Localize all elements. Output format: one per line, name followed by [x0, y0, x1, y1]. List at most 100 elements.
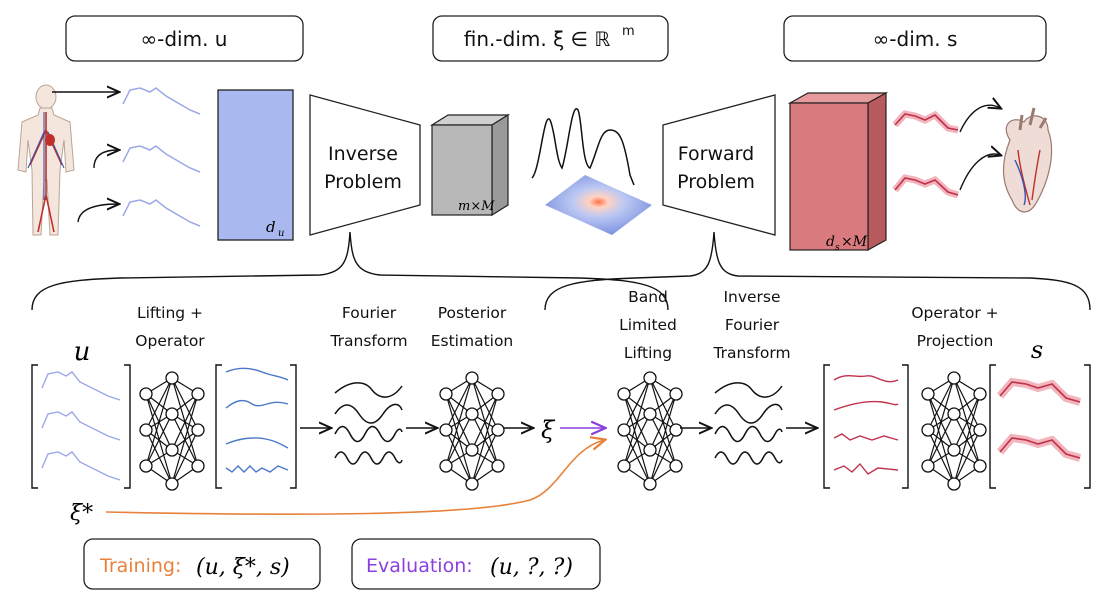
nn-edge — [927, 413, 955, 467]
nn-node — [165, 477, 179, 491]
human-body-icon — [17, 84, 75, 236]
input-space-label: ∞-dim. u — [140, 27, 227, 51]
nn-node — [491, 459, 505, 473]
forward-brace — [544, 231, 1091, 311]
band-limited-line1: Band — [628, 288, 668, 306]
nn-node — [439, 387, 453, 401]
nn-node — [165, 371, 179, 385]
nn-node — [947, 443, 961, 457]
nn-node — [465, 443, 479, 457]
nn-node — [973, 423, 987, 437]
inverse-fourier-line2: Fourier — [725, 316, 780, 334]
band-limited-line3: Lifting — [624, 344, 672, 362]
nn-edge — [471, 393, 499, 451]
nn-edge — [145, 377, 173, 467]
nn-node — [491, 387, 505, 401]
input-waveforms-top — [122, 87, 201, 227]
nn-edge — [471, 429, 499, 485]
s-matrix-bracket — [989, 364, 1091, 489]
nn-node — [617, 459, 631, 473]
heart-arrow-2 — [959, 154, 1000, 191]
nn-node — [491, 423, 505, 437]
nn-node — [947, 407, 961, 421]
nn-node — [643, 443, 657, 457]
nn-node — [617, 423, 631, 437]
output-space-box: ∞-dim. s — [783, 15, 1047, 62]
nn-node — [669, 423, 683, 437]
band-limited-line2: Limited — [619, 316, 677, 334]
s-matrix-waves — [996, 377, 1082, 462]
nn-node — [973, 387, 987, 401]
nn-edge — [927, 377, 955, 431]
evaluation-tuple: (u, ?, ?) — [490, 555, 573, 580]
fourier-line2: Transform — [329, 332, 407, 350]
latent-cube-label: m×M — [458, 199, 495, 214]
nn-node — [139, 387, 153, 401]
fourier-line1: Fourier — [342, 304, 397, 322]
latent-space-label: fin.-dim. ξ ∈ ℝ — [464, 27, 611, 51]
nn-edge — [171, 393, 199, 485]
operator-proj-line1: Operator + — [911, 304, 998, 322]
lifting-op-line2: Operator — [135, 332, 205, 350]
nn-node — [643, 407, 657, 421]
nn-edge — [145, 413, 173, 467]
u-matrix-waves — [41, 371, 121, 481]
nn-node — [191, 423, 205, 437]
output-cube: d s ×M — [787, 91, 889, 253]
nn-edge — [953, 429, 981, 485]
nn-band-limited — [617, 371, 683, 491]
nn-node — [947, 477, 961, 491]
nn-node — [465, 477, 479, 491]
nn-lifting — [139, 371, 205, 491]
inverse-problem-line1: Inverse — [328, 143, 398, 165]
training-arrow — [105, 440, 604, 516]
input-tensor-dim: d — [266, 218, 276, 236]
inverse-problem-block: Inverse Problem — [309, 94, 421, 236]
evaluation-label: Evaluation: — [366, 555, 473, 577]
nn-edge — [649, 393, 677, 485]
latent-cube: m×M — [429, 113, 511, 217]
prefinal-waves — [833, 375, 899, 475]
u-matrix-bracket — [31, 364, 131, 489]
input-tensor-rect: d u — [217, 89, 294, 241]
nn-edge — [445, 413, 473, 467]
operator-proj-line2: Projection — [917, 332, 994, 350]
nn-edge — [623, 413, 651, 467]
output-cube-label-rest: ×M — [841, 234, 868, 250]
nn-edge — [445, 377, 473, 431]
output-cube-label-sub: s — [835, 243, 840, 253]
prefinal-matrix-bracket — [823, 364, 909, 489]
nn-node — [191, 459, 205, 473]
xi-star-symbol: ξ* — [70, 501, 93, 526]
nn-edge — [145, 377, 173, 431]
latent-space-box: fin.-dim. ξ ∈ ℝ m — [432, 15, 669, 62]
nn-edge — [927, 429, 955, 485]
inverse-problem-line2: Problem — [324, 171, 402, 193]
body-arrow-3 — [77, 204, 118, 223]
nn-node — [139, 459, 153, 473]
output-waveforms-top — [892, 110, 960, 199]
nn-node — [947, 371, 961, 385]
inverse-fourier-line1: Inverse — [723, 288, 780, 306]
nn-edge — [953, 393, 981, 485]
nn-node — [165, 443, 179, 457]
nn-node — [465, 371, 479, 385]
nn-node — [921, 387, 935, 401]
output-cube-label-d: d — [826, 234, 835, 250]
input-space-box: ∞-dim. u — [65, 15, 304, 62]
nn-edge — [445, 429, 473, 485]
nn-node — [191, 387, 205, 401]
nn-edge — [171, 393, 199, 451]
lifting-op-line1: Lifting + — [137, 304, 203, 322]
nn-edge — [623, 377, 651, 431]
fourier-waves — [334, 382, 403, 465]
nn-node — [669, 387, 683, 401]
nn-edge — [445, 377, 473, 467]
evaluation-legend: Evaluation: (u, ?, ?) — [351, 538, 601, 590]
latent-space-superscript: m — [622, 24, 635, 39]
nn-node — [643, 371, 657, 385]
forward-problem-line2: Problem — [677, 171, 755, 193]
output-space-label: ∞-dim. s — [873, 27, 958, 51]
lifted-waves — [225, 367, 289, 473]
